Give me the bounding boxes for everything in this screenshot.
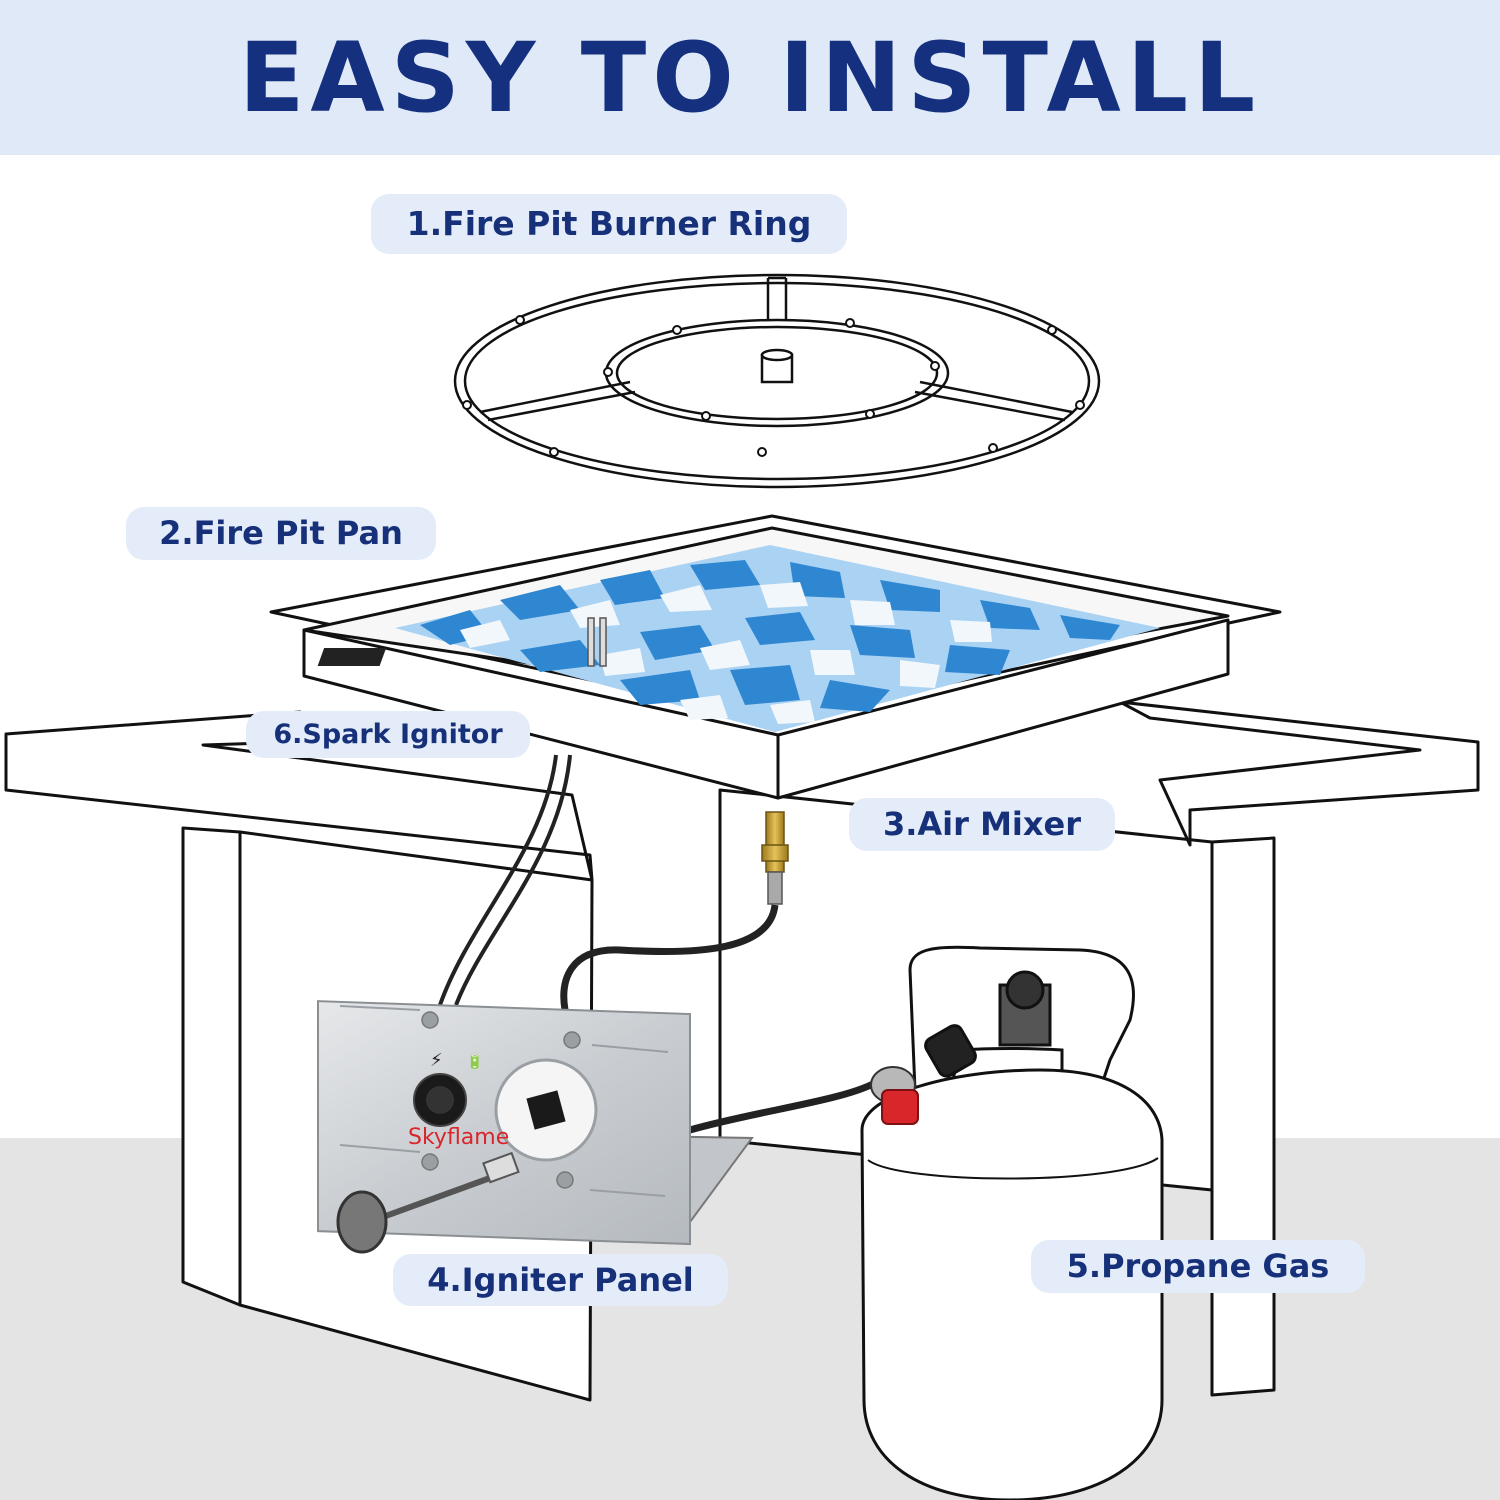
label-spark-ignitor: 6.Spark Ignitor [246,711,530,758]
propane-tank [860,945,1164,1500]
header-banner [0,0,1500,155]
label-fire-pit-pan: 2.Fire Pit Pan [126,507,436,560]
fire-glass [317,545,1160,732]
page-title: EASY TO INSTALL [238,22,1262,134]
igniter-panel: ⚡ 🔋 Skyflame [317,1000,754,1254]
ignitor-wires [438,754,572,1006]
brand-logo: Skyflame [408,1125,509,1150]
regulator-valve [870,1066,919,1125]
label-propane-gas: 5.Propane Gas [1031,1240,1365,1293]
label-igniter-panel: 4.Igniter Panel [393,1254,728,1306]
air-mixer-fitting [761,811,789,905]
gas-hose-lower [689,1077,882,1134]
svg-text:🔋: 🔋 [466,1053,483,1070]
label-air-mixer: 3.Air Mixer [849,798,1115,851]
gas-hose-upper [560,904,779,1011]
burner-ring [453,273,1101,489]
svg-text:⚡: ⚡ [430,1050,443,1071]
label-burner-ring: 1.Fire Pit Burner Ring [371,194,847,254]
